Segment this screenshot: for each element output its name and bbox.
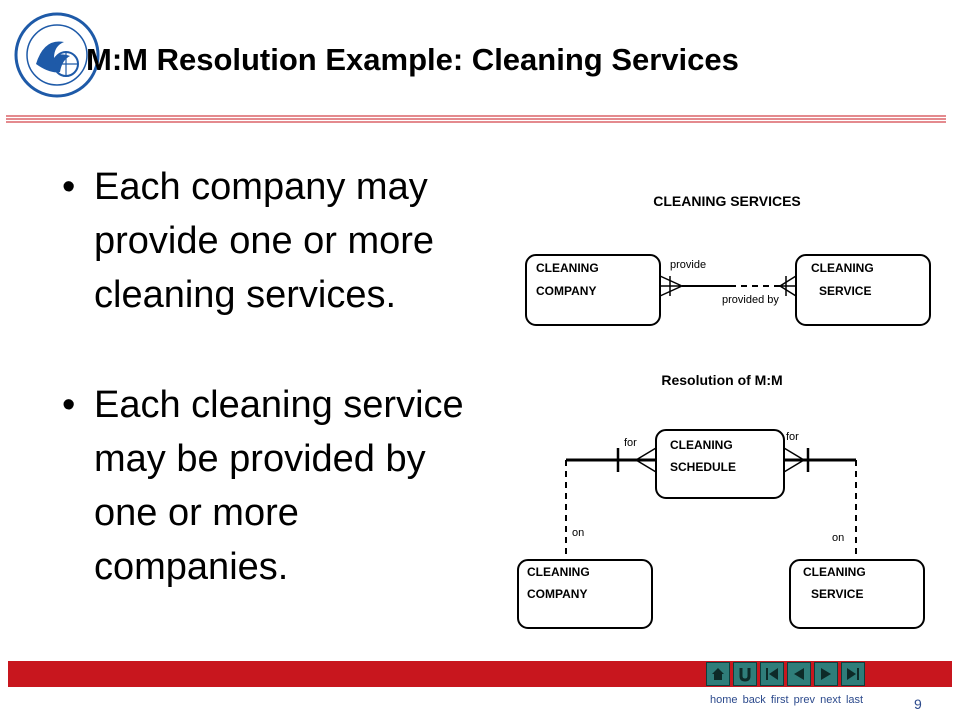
relationship-label: on <box>832 532 844 544</box>
last-button[interactable] <box>841 662 865 686</box>
crows-foot-marker <box>616 447 657 473</box>
relationship-label: for <box>786 431 799 443</box>
bullet-list: Each company may provide one or more cle… <box>58 160 498 594</box>
next-icon <box>821 668 831 680</box>
entity-cleaning-service <box>789 559 925 629</box>
entity-label: CLEANING <box>811 261 874 275</box>
entity-label: COMPANY <box>527 587 587 601</box>
page-number: 9 <box>914 696 922 712</box>
prev-icon <box>794 668 804 680</box>
home-button[interactable] <box>706 662 730 686</box>
back-button[interactable] <box>733 662 757 686</box>
entity-label: SERVICE <box>819 284 871 298</box>
crows-foot-marker <box>783 447 810 473</box>
last-icon <box>847 668 859 680</box>
first-button[interactable] <box>760 662 784 686</box>
institute-logo <box>14 12 100 98</box>
erd-diagram: CLEANING SERVICES CLEANING COMPANY CLEAN… <box>490 180 960 650</box>
entity-label: SERVICE <box>811 587 863 601</box>
crows-foot-marker <box>659 275 797 297</box>
entity-label: COMPANY <box>536 284 596 298</box>
entity-cleaning-company <box>517 559 653 629</box>
navigation-labels: home back first prev next last <box>710 694 864 706</box>
entity-cleaning-company <box>525 254 661 326</box>
prev-button[interactable] <box>787 662 811 686</box>
relationship-label: on <box>572 527 584 539</box>
next-button[interactable] <box>814 662 838 686</box>
home-icon <box>712 668 724 680</box>
navigation-buttons <box>706 662 865 686</box>
back-icon <box>739 668 751 682</box>
entity-cleaning-service <box>795 254 931 326</box>
relationship-label: provide <box>670 259 706 271</box>
bullet-item: Each company may provide one or more cle… <box>58 160 498 322</box>
entity-label: CLEANING <box>670 438 733 452</box>
entity-label: CLEANING <box>536 261 599 275</box>
entity-label: SCHEDULE <box>670 460 736 474</box>
relationship-label: provided by <box>722 294 779 306</box>
title-divider <box>0 114 948 124</box>
entity-cleaning-schedule <box>655 429 785 499</box>
first-icon <box>766 668 778 680</box>
resolution-title: Resolution of M:M <box>661 372 782 388</box>
slide-title: M:M Resolution Example: Cleaning Service… <box>86 42 739 77</box>
diagram-title: CLEANING SERVICES <box>653 193 801 209</box>
bullet-item: Each cleaning service may be provided by… <box>58 378 498 594</box>
relationship-label: for <box>624 437 637 449</box>
entity-label: CLEANING <box>527 565 590 579</box>
entity-label: CLEANING <box>803 565 866 579</box>
